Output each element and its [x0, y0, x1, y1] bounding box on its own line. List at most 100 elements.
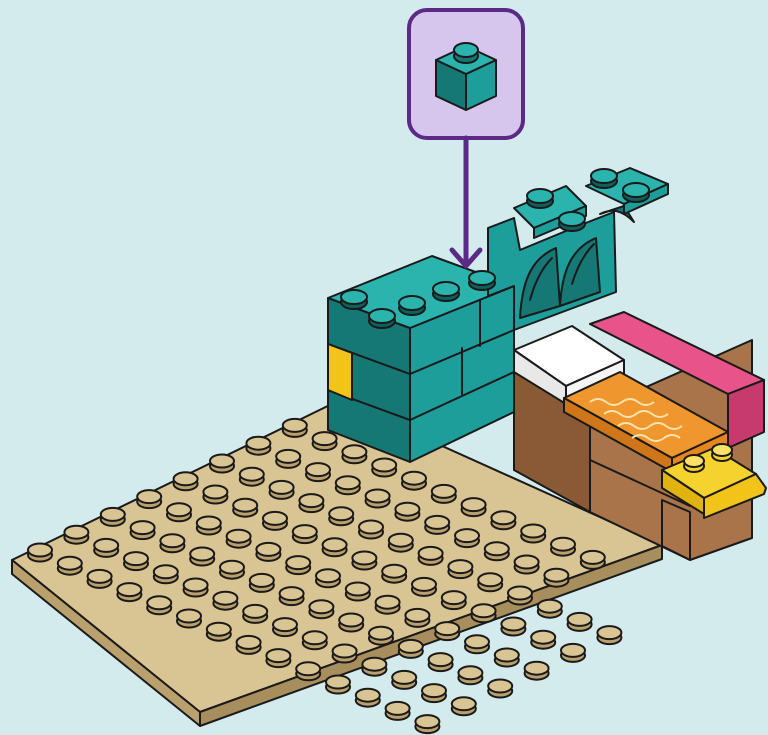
baseplate-stud — [448, 560, 472, 578]
baseplate-stud — [515, 556, 539, 574]
baseplate-stud — [256, 543, 280, 561]
part-callout — [409, 10, 523, 138]
baseplate-stud — [369, 627, 393, 645]
baseplate-stud — [207, 623, 231, 641]
baseplate-stud — [147, 596, 171, 614]
baseplate-stud — [313, 432, 337, 450]
baseplate-stud — [203, 486, 227, 504]
baseplate-stud — [64, 526, 88, 544]
baseplate-stud — [525, 662, 549, 680]
baseplate-stud — [415, 715, 439, 733]
baseplate-stud — [154, 565, 178, 583]
baseplate-stud — [303, 631, 327, 649]
baseplate-stud — [521, 525, 545, 543]
baseplate-stud — [561, 644, 585, 662]
baseplate-stud — [323, 538, 347, 556]
baseplate-stud — [28, 544, 52, 562]
baseplate-stud — [581, 551, 605, 569]
baseplate-stud — [339, 614, 363, 632]
baseplate-stud — [246, 437, 270, 455]
baseplate-stud — [382, 565, 406, 583]
baseplate-stud — [174, 472, 198, 490]
baseplate-stud — [376, 596, 400, 614]
baseplate-stud — [283, 419, 307, 437]
baseplate-stud — [336, 476, 360, 494]
baseplate-stud — [359, 521, 383, 539]
baseplate-stud — [124, 552, 148, 570]
baseplate-stud — [568, 613, 592, 631]
baseplate-stud — [458, 666, 482, 684]
baseplate-stud — [286, 556, 310, 574]
baseplate-stud — [220, 561, 244, 579]
placement-arrow — [452, 138, 480, 266]
baseplate-stud — [395, 503, 419, 521]
baseplate-stud — [117, 583, 141, 601]
baseplate-stud — [597, 626, 621, 644]
wall-stud — [559, 212, 585, 231]
baseplate-stud — [472, 604, 496, 622]
baseplate-stud — [419, 547, 443, 565]
baseplate-stud — [177, 610, 201, 628]
baseplate-stud — [243, 605, 267, 623]
baseplate-stud — [432, 485, 456, 503]
baseplate-stud — [276, 450, 300, 468]
baseplate-stud — [399, 640, 423, 658]
baseplate-stud — [280, 587, 304, 605]
baseplate-stud — [425, 516, 449, 534]
baseplate-stud — [356, 689, 380, 707]
baseplate-stud — [435, 622, 459, 640]
baseplate-stud — [372, 459, 396, 477]
baseplate-stud — [402, 472, 426, 490]
baseplate-stud — [197, 517, 221, 535]
baseplate-stud — [362, 658, 386, 676]
baseplate-stud — [316, 569, 340, 587]
baseplate-stud — [326, 676, 350, 694]
wall-stud — [469, 271, 495, 290]
wall-stud — [433, 282, 459, 301]
yellow-accent-brick — [328, 344, 352, 400]
baseplate-stud — [233, 499, 257, 517]
baseplate-stud — [352, 552, 376, 570]
baseplate-stud — [544, 569, 568, 587]
baseplate-stud — [551, 538, 575, 556]
baseplate-stud — [366, 490, 390, 508]
baseplate-stud — [309, 600, 333, 618]
baseplate-stud — [346, 583, 370, 601]
baseplate-stud — [131, 521, 155, 539]
baseplate-stud — [386, 702, 410, 720]
baseplate-stud — [405, 609, 429, 627]
baseplate-stud — [101, 508, 125, 526]
baseplate-stud — [342, 445, 366, 463]
baseplate-stud — [429, 653, 453, 671]
baseplate-stud — [389, 534, 413, 552]
wall-stud — [369, 309, 395, 328]
baseplate-stud — [422, 684, 446, 702]
baseplate-stud — [250, 574, 274, 592]
baseplate-stud — [273, 618, 297, 636]
baseplate-stud — [478, 573, 502, 591]
baseplate-stud — [495, 649, 519, 667]
baseplate-stud — [485, 542, 509, 560]
baseplate-stud — [237, 636, 261, 654]
baseplate-stud — [137, 490, 161, 508]
baseplate-stud — [270, 481, 294, 499]
baseplate-stud — [333, 645, 357, 663]
baseplate-stud — [296, 662, 320, 680]
baseplate-stud — [392, 671, 416, 689]
baseplate-stud — [190, 548, 214, 566]
baseplate-stud — [452, 697, 476, 715]
baseplate-stud — [58, 557, 82, 575]
wall-stud — [623, 183, 649, 202]
baseplate-stud — [88, 570, 112, 588]
wall-stud — [341, 290, 367, 309]
baseplate-stud — [531, 631, 555, 649]
baseplate-stud — [538, 600, 562, 618]
baseplate-stud — [501, 618, 525, 636]
wall-stud — [527, 189, 553, 208]
baseplate-stud — [306, 463, 330, 481]
baseplate-stud — [167, 503, 191, 521]
wall-stud — [399, 296, 425, 315]
baseplate-stud — [508, 587, 532, 605]
baseplate-stud — [227, 530, 251, 548]
